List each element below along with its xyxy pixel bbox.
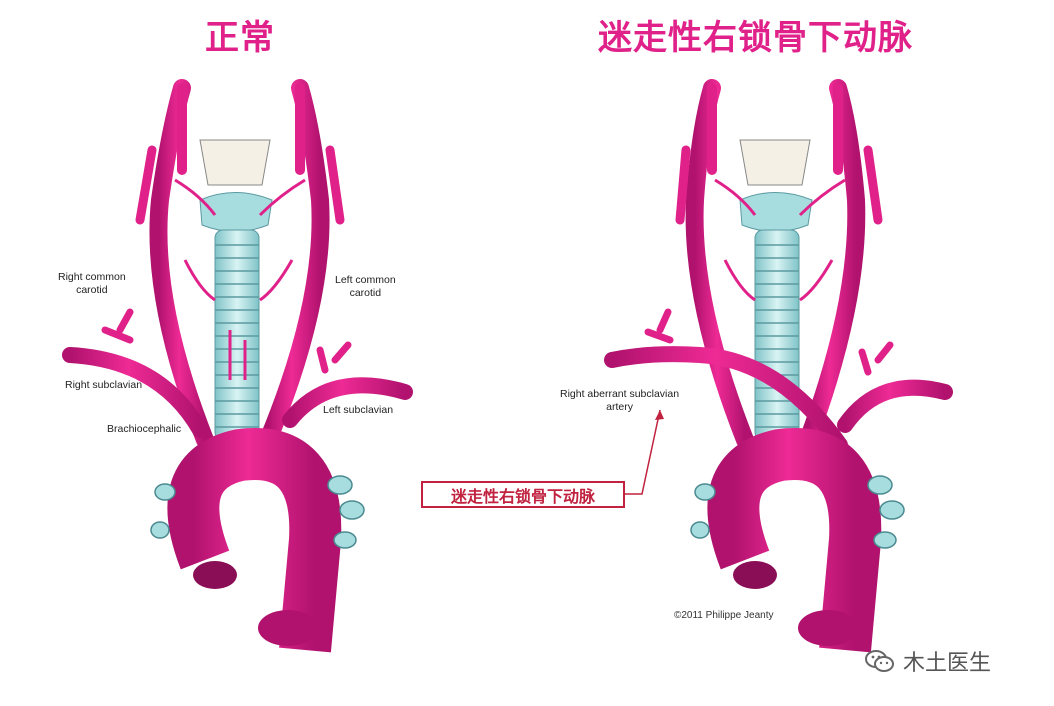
label-right-subclavian: Right subclavian [65,379,143,391]
watermark-text: 木土医生 [903,651,992,676]
title-aberrant: 迷走性右锁骨下动脉 [598,18,913,58]
trachea-rings [214,229,260,441]
aberrant-right-subclavian [604,346,848,453]
trachea-rings-2 [754,229,800,441]
callout-box: 迷走性右锁骨下动脉 [421,481,625,508]
label-brachiocephalic: Brachiocephalic [107,423,182,435]
right-subclavian [62,347,208,438]
label-right-aberrant-subclavian: Right aberrant subclavian artery [560,388,680,413]
watermark: 木土医生 [865,645,991,677]
label-right-common-carotid: Right common carotid [58,271,126,296]
label-left-common-carotid: Left common carotid [335,274,396,299]
left-subclavian [282,377,413,428]
descending-aorta-opening [258,610,318,646]
callout-pointer [625,409,661,495]
cricoid [199,192,273,232]
wechat-icon [865,650,894,672]
normal-anatomy [62,79,413,653]
right-common-carotid [149,79,214,449]
label-left-subclavian: Left subclavian [323,404,394,416]
thyroid-cartilage [199,139,271,186]
aberrant-anatomy [604,79,953,653]
copyright: ©2011 Philippe Jeanty [674,610,774,621]
aortic-arch [167,428,342,653]
title-normal: 正常 [205,18,275,58]
left-common-carotid [259,79,330,449]
